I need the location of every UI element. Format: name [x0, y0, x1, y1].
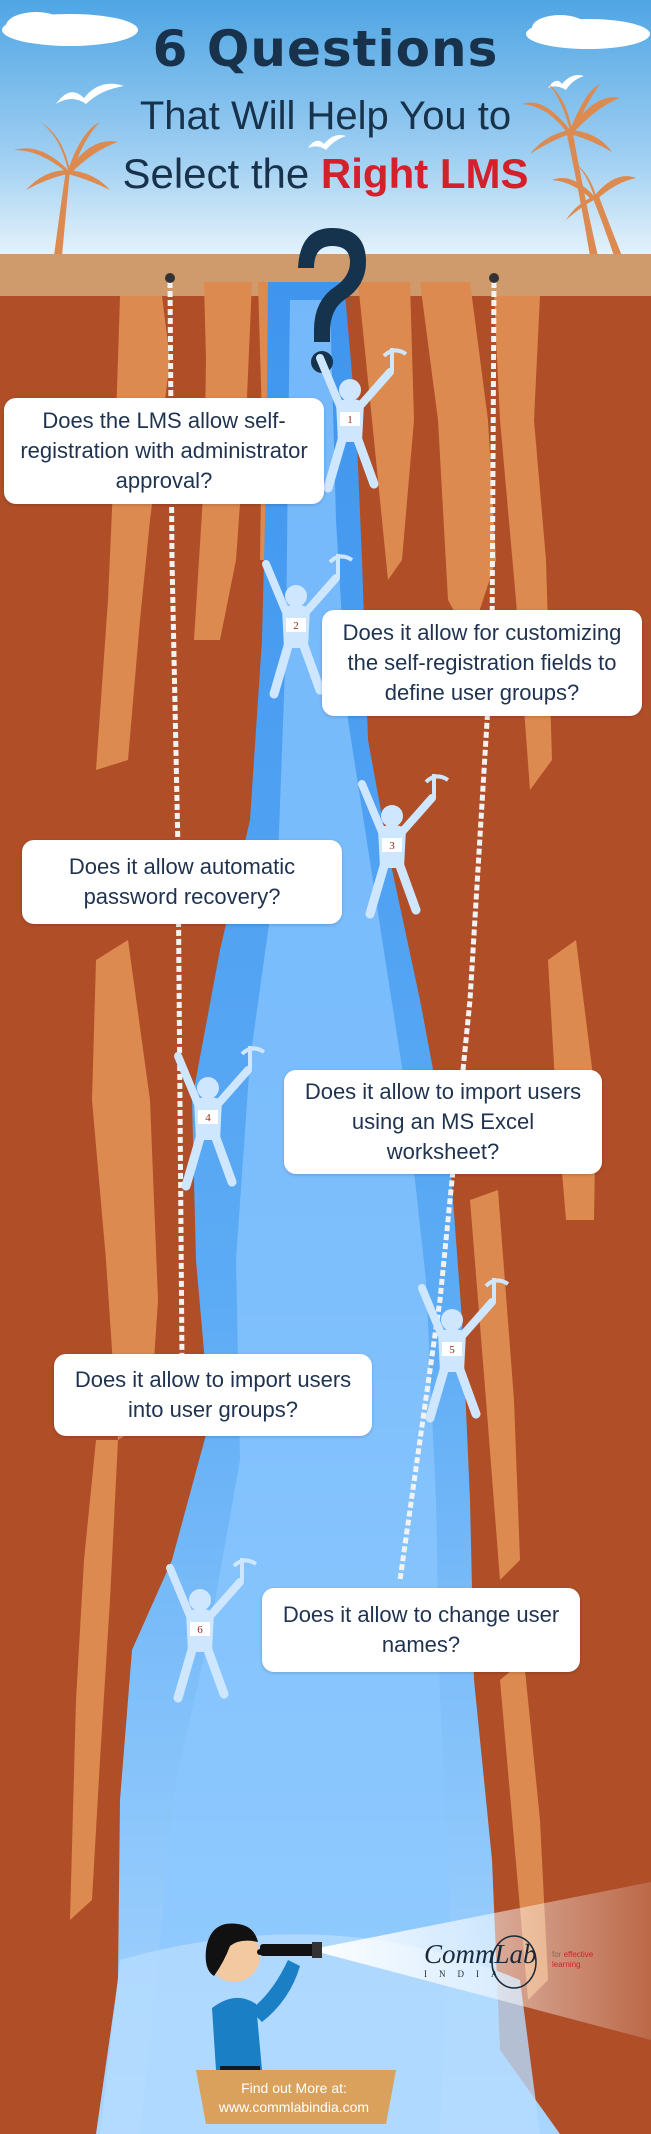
ice-axe-icon: [328, 554, 354, 578]
climbers: 1 2 3 4 5 6: [166, 348, 510, 1703]
question-box-2: Does it allow for customizing the self-r…: [322, 610, 642, 716]
cta-banner: [196, 2070, 396, 2124]
question-box-1: Does the LMS allow self-registration wit…: [4, 398, 324, 504]
ice-axe-icon: [240, 1046, 266, 1070]
telescope-beam: [318, 1882, 651, 2040]
palm-tree-icon: [522, 82, 636, 256]
logo-name: CommLab: [424, 1939, 537, 1969]
title-line-3: Select the Right LMS: [0, 150, 651, 198]
telescope-icon: [260, 1944, 320, 1956]
cta-line-1: Find out More at:: [241, 2080, 347, 2096]
title-prefix: Select the: [122, 150, 321, 197]
question-box-5: Does it allow to import users into user …: [54, 1354, 372, 1436]
ice-axe-icon: [484, 1278, 510, 1302]
chain-anchor: [165, 273, 175, 283]
question-box-6: Does it allow to change user names?: [262, 1588, 580, 1672]
bird-icon: [308, 135, 346, 150]
climber-number: 2: [293, 620, 299, 632]
title-accent: Right LMS: [320, 150, 529, 197]
climber-1: 1: [316, 348, 408, 493]
palm-tree-icon: [14, 122, 118, 256]
climber-6: 6: [166, 1558, 258, 1703]
ice-axe-icon: [424, 774, 450, 798]
ice-axe-icon: [232, 1558, 258, 1582]
ice-axe-icon: [382, 348, 408, 372]
climber-5: 5: [418, 1278, 510, 1423]
climber-number: 1: [347, 414, 353, 426]
bird-icon: [548, 75, 584, 90]
question-box-4: Does it allow to import users using an M…: [284, 1070, 602, 1174]
climber-number: 5: [449, 1344, 455, 1356]
bird-icon: [56, 83, 124, 104]
climber-4: 4: [174, 1046, 266, 1191]
logo-tag-accent: effective learning: [552, 1950, 594, 1969]
climber-2: 2: [262, 554, 354, 699]
commlab-logo: CommLab INDIA: [424, 1940, 537, 1979]
question-box-3: Does it allow automatic password recover…: [22, 840, 342, 924]
title-line-2: That Will Help You to: [139, 94, 512, 138]
cta-link[interactable]: www.commlabindia.com: [218, 2099, 370, 2115]
cta-text[interactable]: Find out More at: www.commlabindia.com: [196, 2074, 392, 2122]
logo-ring: [491, 1935, 537, 1989]
logo-tagline: for effective learning: [552, 1950, 622, 1970]
climber-3: 3: [358, 774, 450, 919]
chain-anchor: [489, 273, 499, 283]
title-line-1: 6 Questions: [152, 20, 499, 78]
climber-number: 3: [389, 840, 395, 852]
climber-number: 6: [197, 1624, 203, 1636]
logo-tag-prefix: for: [552, 1950, 564, 1959]
climber-number: 4: [205, 1112, 211, 1124]
chain-rope: [397, 281, 497, 1581]
logo-sub: INDIA: [424, 1969, 510, 1979]
